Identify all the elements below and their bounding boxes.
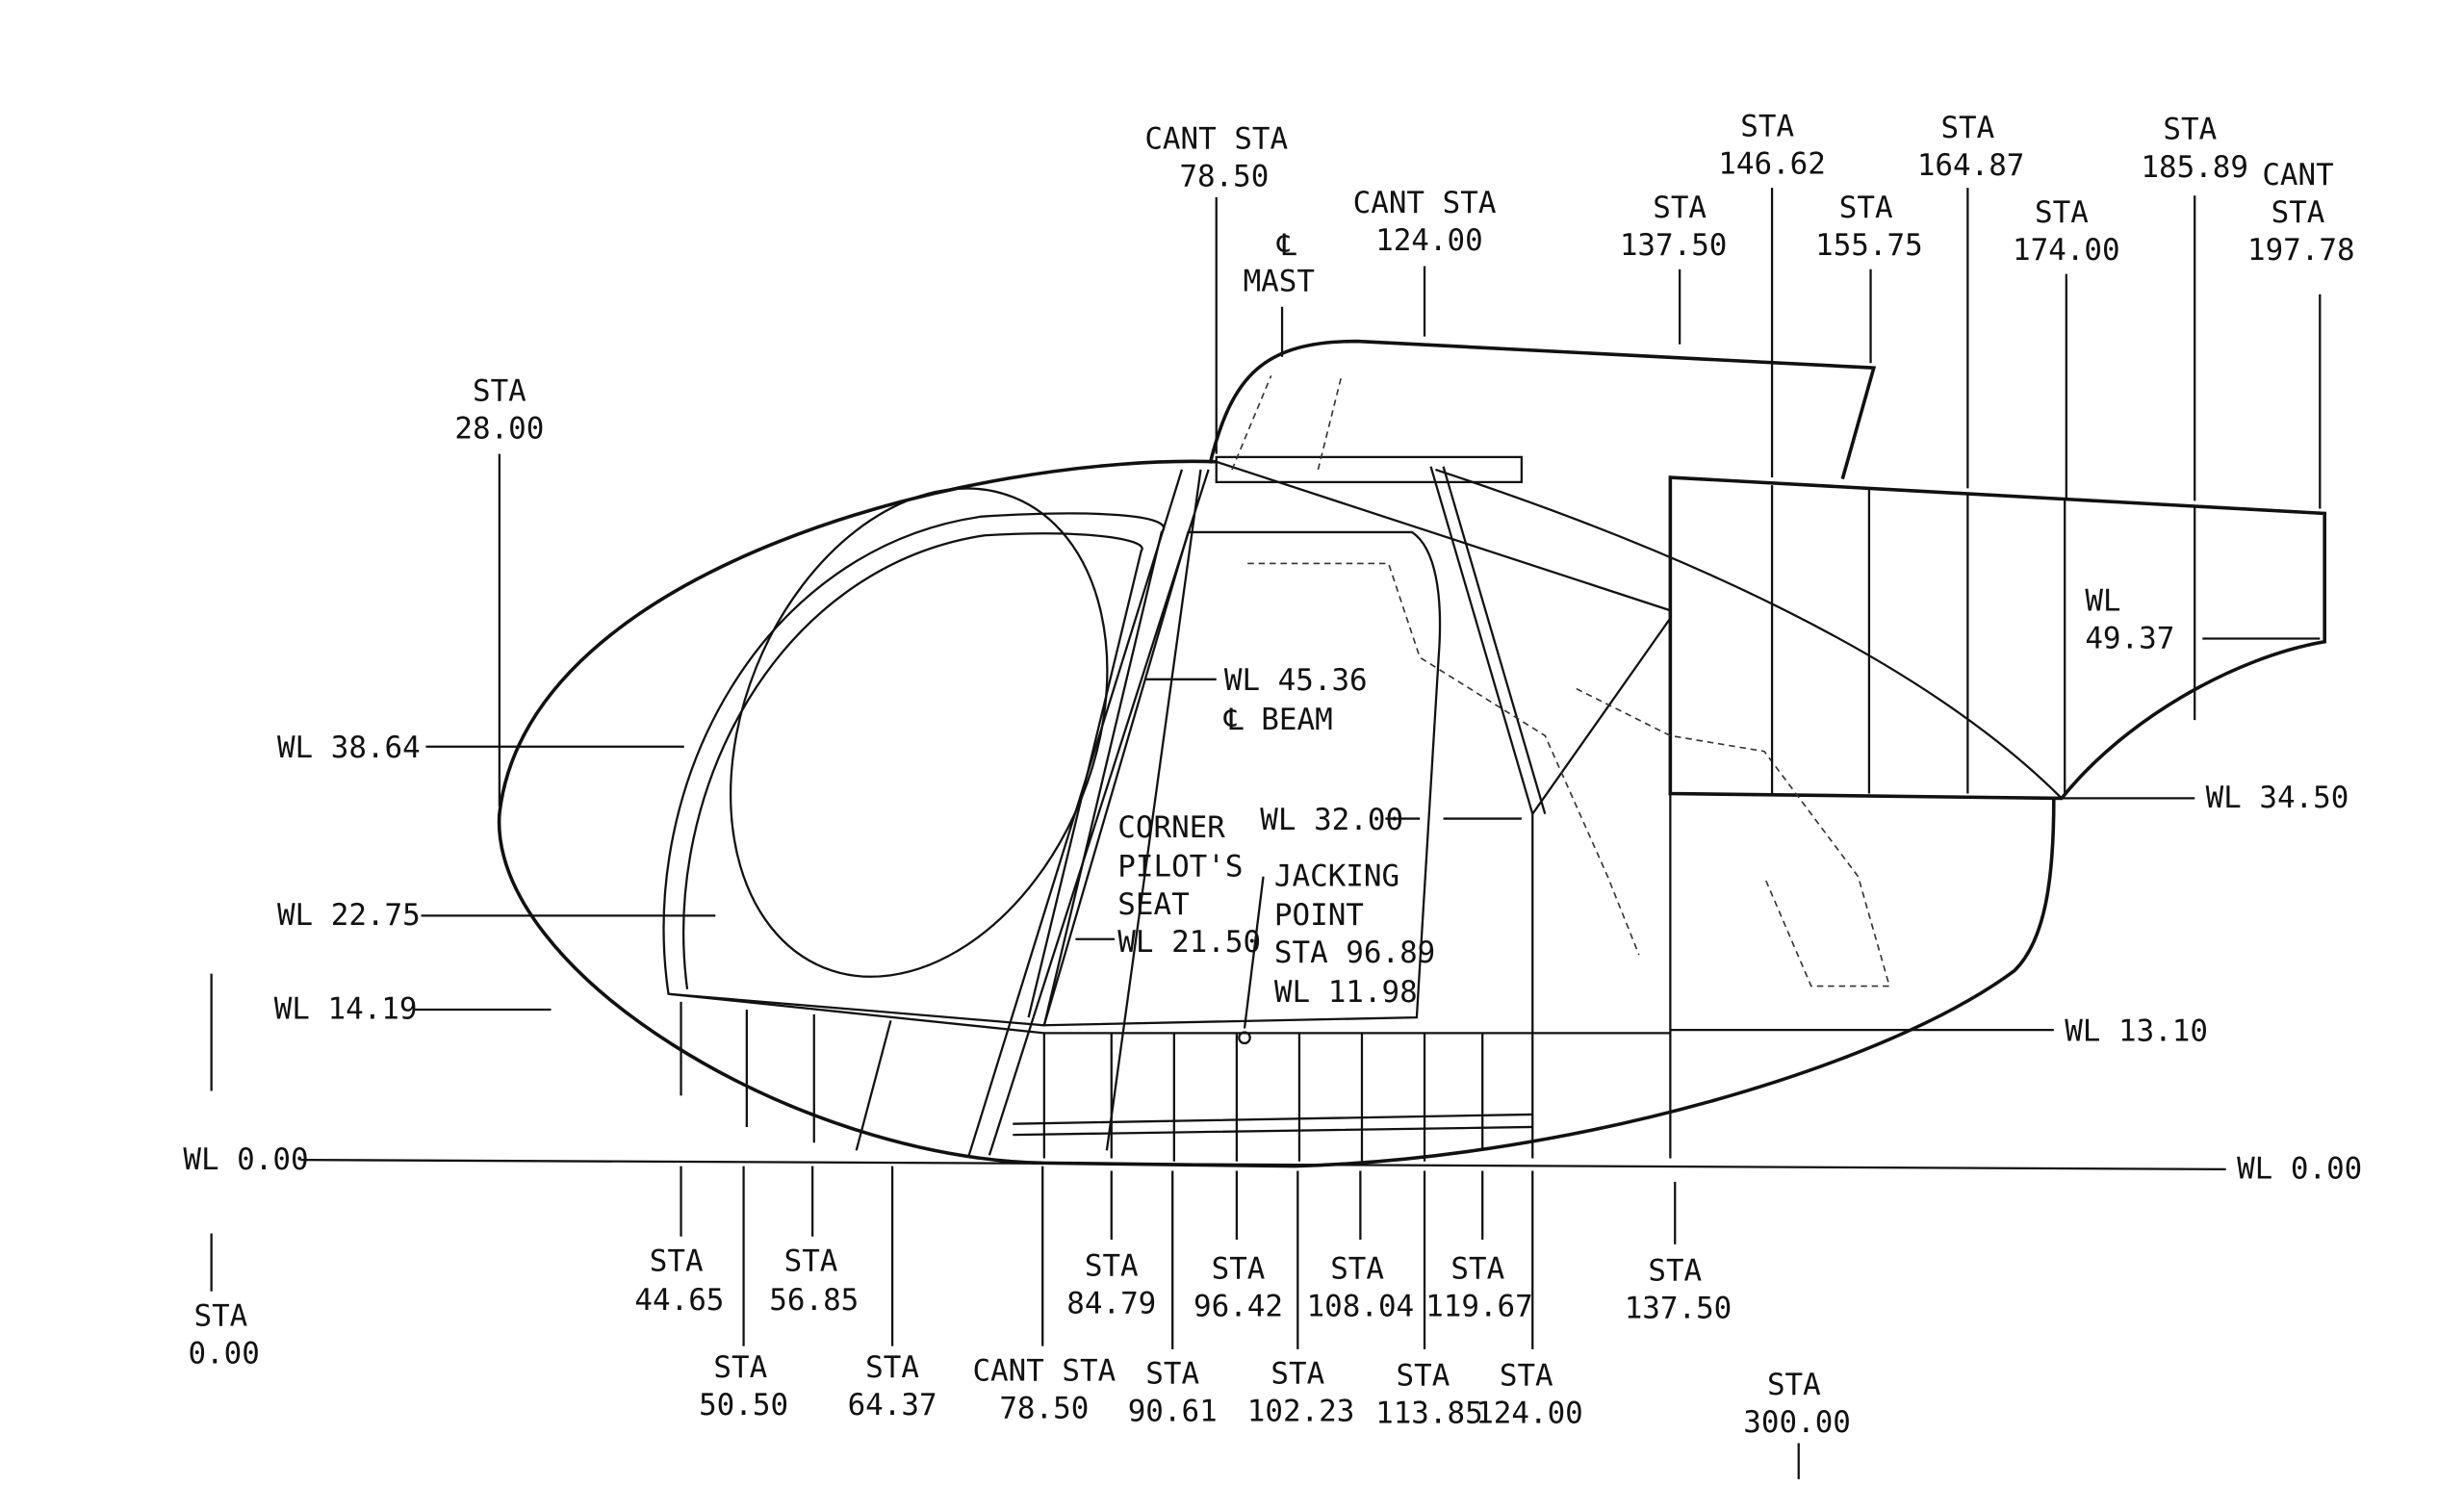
label-wl-14: WL 14.19 xyxy=(274,992,418,1027)
tail-boom xyxy=(1668,475,2326,801)
label-wl-0-left: WL 0.00 xyxy=(183,1142,308,1177)
label-wl-38: WL 38.64 xyxy=(277,731,421,765)
leader-lines xyxy=(210,188,2322,1479)
label-wl-22: WL 22.75 xyxy=(277,898,421,933)
label-wl-34: WL 34.50 xyxy=(2206,781,2349,815)
airframe-drawing xyxy=(498,339,2326,1168)
fuselage-outline xyxy=(498,459,2056,1168)
mast-fairing xyxy=(1208,339,1877,480)
station-frames xyxy=(680,485,2196,1162)
label-mast-centerline: ℄MAST xyxy=(1244,228,1315,298)
label-wl-0-right: WL 0.00 xyxy=(2237,1152,2362,1187)
label-wl-13: WL 13.10 xyxy=(2065,1014,2208,1049)
waterline-labels: WL 38.64 WL 22.75 WL 14.19 WL 0.00 WL 0.… xyxy=(183,583,2362,1186)
label-wl-45-beam: WL 45.36℄ BEAM xyxy=(1223,663,1368,737)
label-wl-32: WL 32.00 xyxy=(1260,803,1403,837)
